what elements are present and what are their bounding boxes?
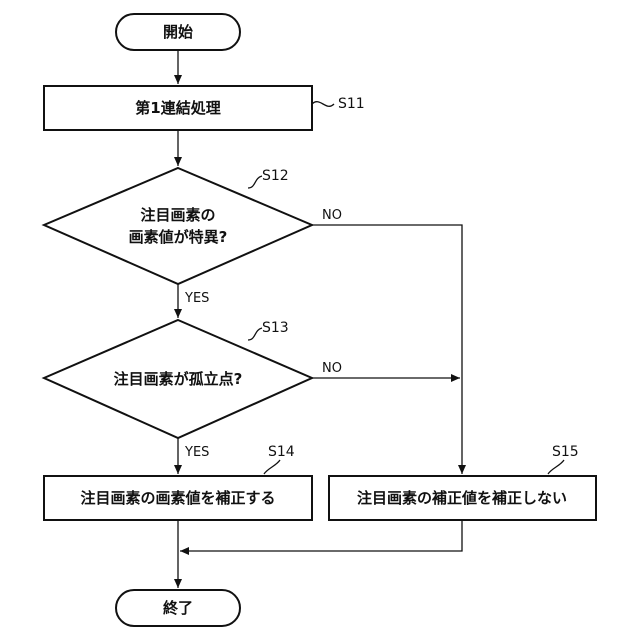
leader-s15 [548,460,564,474]
start-terminal: 開始 [116,14,240,50]
step-label-s11: S11 [338,96,365,112]
leader-s14 [264,460,280,474]
step-label-s15: S15 [552,444,579,460]
decision-s12: 注目画素の 画素値が特異? [44,168,312,284]
process-s14: 注目画素の画素値を補正する [44,476,312,520]
branch-s12-yes: YES [184,291,209,306]
edge-s12-no-to-s15 [312,225,462,474]
step-label-s12: S12 [262,168,289,184]
leader-s12 [248,176,262,188]
end-terminal: 終了 [116,590,240,626]
end-label: 終了 [163,599,193,617]
process-s15-label: 注目画素の補正値を補正しない [357,489,567,507]
process-s11: 第1連結処理 [44,86,312,130]
edge-s15-to-merge [180,520,462,551]
step-label-s13: S13 [262,320,289,336]
leader-s11 [312,102,334,107]
decision-s12-line2: 画素値が特異? [129,228,228,246]
process-s15: 注目画素の補正値を補正しない [329,476,596,520]
decision-s12-line1: 注目画素の [140,206,215,224]
branch-s13-yes: YES [184,445,209,460]
step-label-s14: S14 [268,444,295,460]
process-s14-label: 注目画素の画素値を補正する [80,489,275,507]
start-label: 開始 [163,23,193,41]
leader-s13 [248,328,262,340]
branch-s12-no: NO [322,208,342,223]
decision-s13-label: 注目画素が孤立点? [114,370,243,388]
branch-s13-no: NO [322,361,342,376]
step-leaders [248,102,564,474]
process-s11-label: 第1連結処理 [135,99,220,117]
decision-s13: 注目画素が孤立点? [44,320,312,438]
